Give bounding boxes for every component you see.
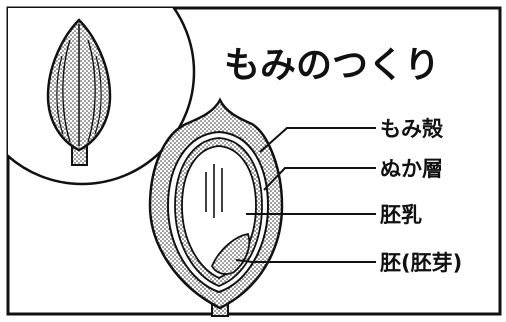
leader-line-embryo <box>235 259 376 263</box>
label-bran-layer: ぬか層 <box>380 157 443 181</box>
label-endosperm: 胚乳 <box>380 203 422 227</box>
inset-whole-grain <box>8 8 196 186</box>
leader-line-husk <box>259 127 376 153</box>
grain-cross-section <box>148 97 284 317</box>
label-embryo: 胚(胚芽) <box>380 251 462 275</box>
label-husk: もみ殻 <box>380 117 444 141</box>
diagram-title: もみのつくり <box>224 45 440 86</box>
leader-line-bran <box>263 167 376 191</box>
